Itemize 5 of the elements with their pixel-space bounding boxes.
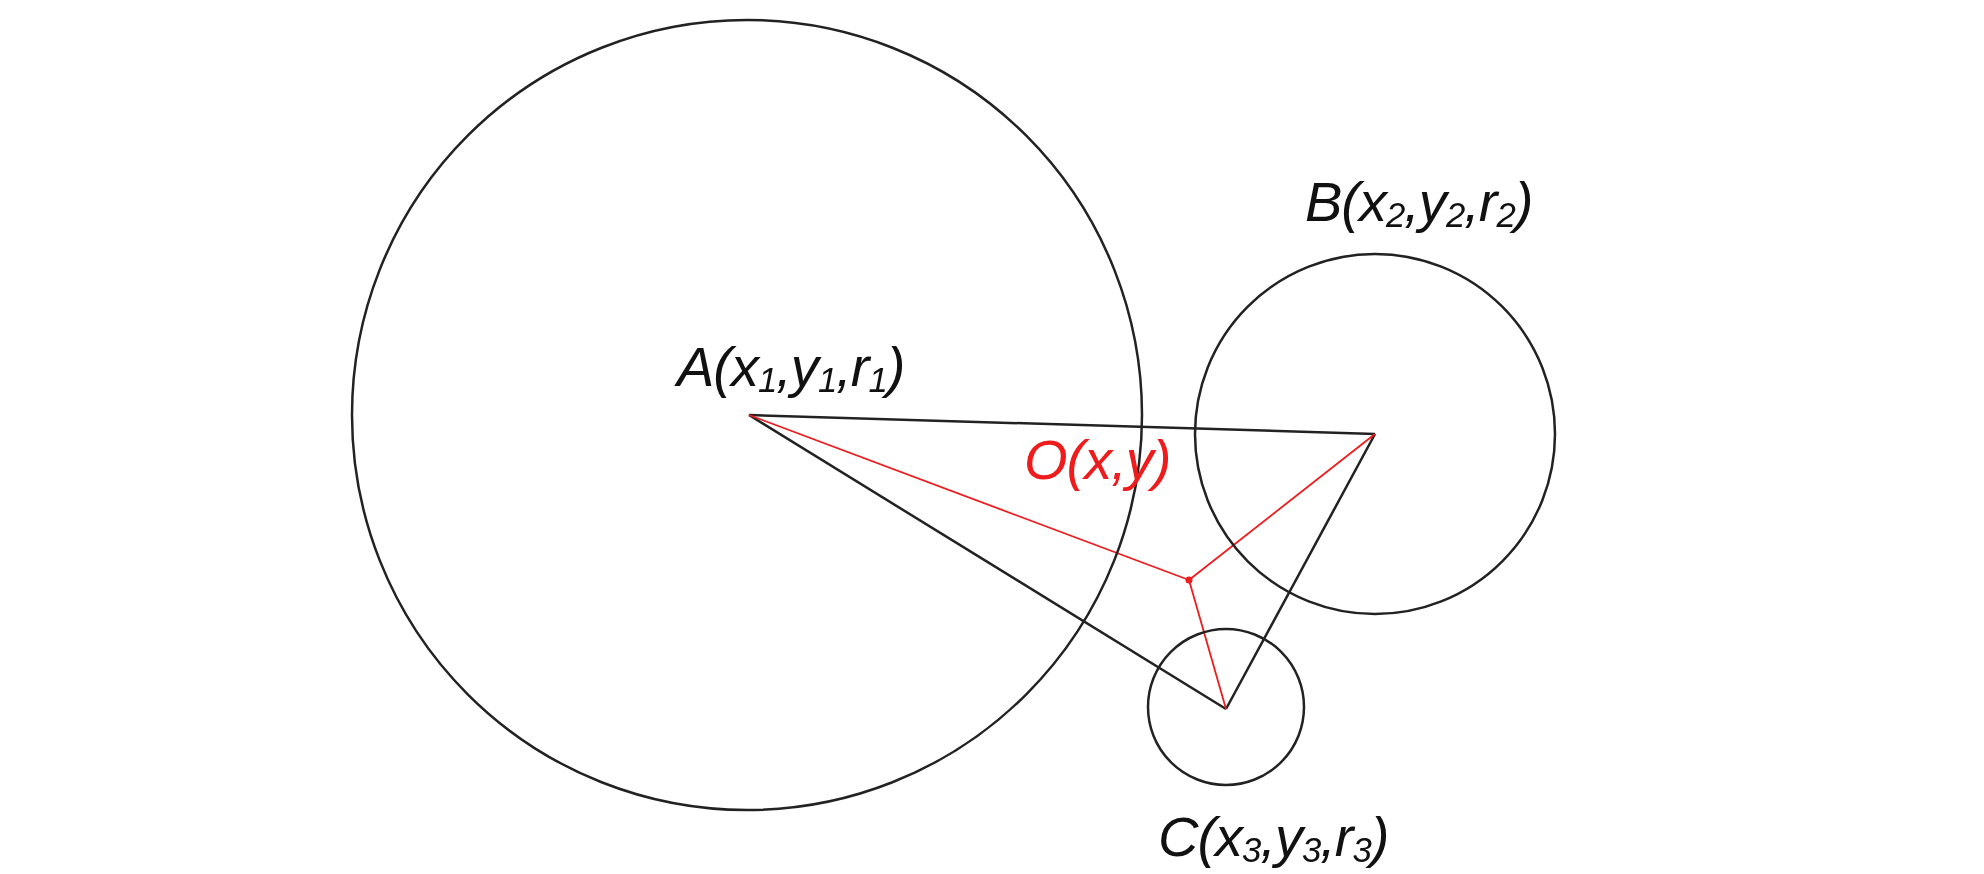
connecting-line: [1224, 433, 1377, 710]
connecting-line: [748, 413, 1227, 711]
point-label: C(x$_{3}$,y$_{3}$,r$_{3}$): [1158, 805, 1389, 869]
connecting-line: [748, 413, 1376, 436]
point-label: B(x$_{2}$,y$_{2}$,r$_{2}$): [1305, 170, 1533, 234]
